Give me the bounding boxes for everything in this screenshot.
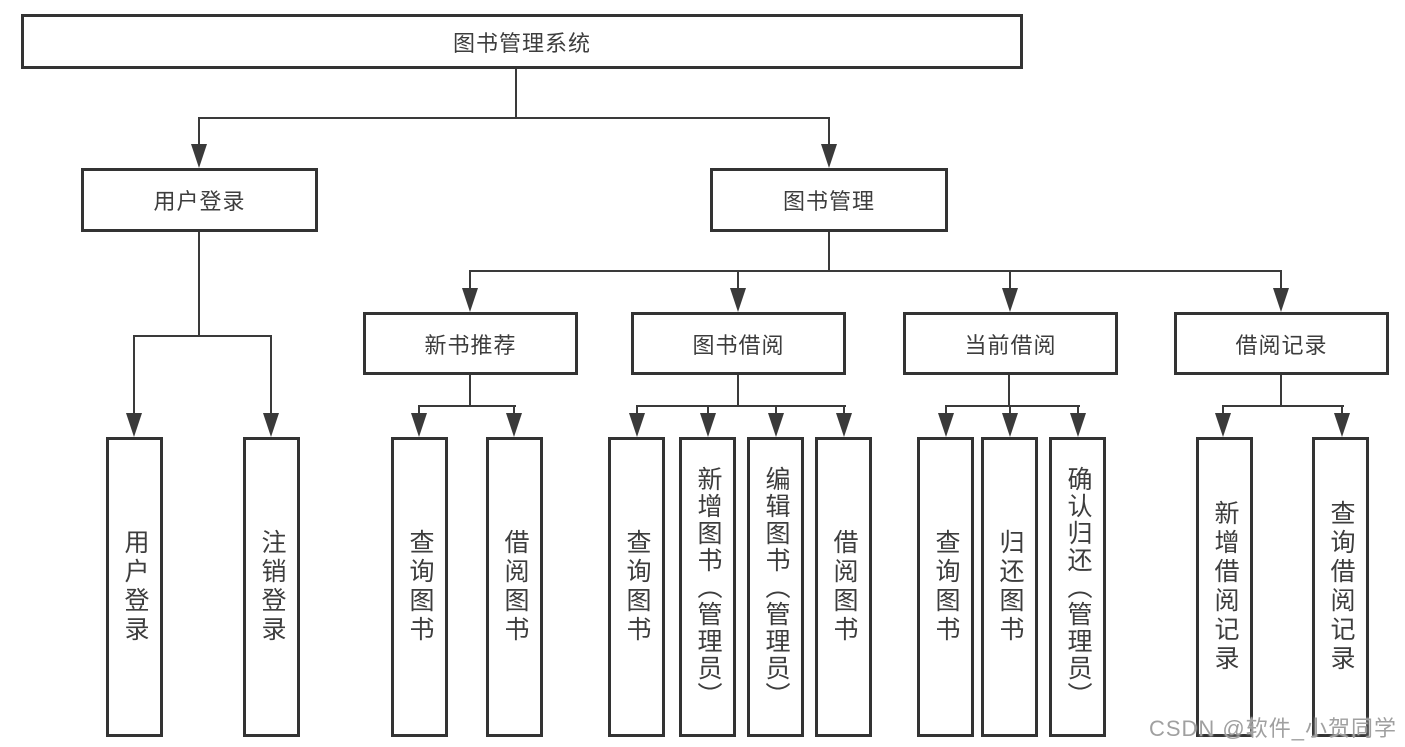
arrowhead-down-icon — [1334, 413, 1350, 437]
leaf-edit-book-admin: 编辑图书（管理员） — [747, 437, 804, 737]
node-book-borrowing: 图书借阅 — [631, 312, 846, 375]
arrowhead-down-icon — [462, 288, 478, 312]
arrowhead-down-icon — [629, 413, 645, 437]
connector-line — [945, 405, 1080, 407]
connector-line — [469, 270, 471, 290]
leaf-confirm-return-admin: 确认归还（管理员） — [1049, 437, 1106, 737]
connector-line — [828, 232, 830, 271]
connector-line — [198, 232, 200, 336]
connector-line — [828, 117, 830, 146]
connector-line — [1009, 270, 1011, 290]
arrowhead-down-icon — [263, 413, 279, 437]
leaf-logout: 注销登录 — [243, 437, 300, 737]
arrowhead-down-icon — [1215, 413, 1231, 437]
leaf-return-books: 归还图书 — [981, 437, 1038, 737]
connector-line — [1222, 405, 1224, 415]
connector-line — [469, 375, 471, 406]
watermark: CSDN @软件_小贺同学 — [1148, 716, 1397, 741]
arrowhead-down-icon — [836, 413, 852, 437]
connector-line — [1280, 375, 1282, 406]
connector-line — [198, 117, 200, 146]
arrowhead-down-icon — [191, 144, 207, 168]
connector-line — [775, 405, 777, 415]
leaf-user-login: 用户登录 — [106, 437, 163, 737]
node-current-borrowing: 当前借阅 — [903, 312, 1118, 375]
arrowhead-down-icon — [821, 144, 837, 168]
leaf-borrow-books-borrowing: 借阅图书 — [815, 437, 872, 737]
leaf-add-book-admin: 新增图书（管理员） — [679, 437, 736, 737]
connector-line — [707, 405, 709, 415]
arrowhead-down-icon — [700, 413, 716, 437]
connector-line — [270, 335, 272, 414]
connector-line — [515, 69, 517, 117]
connector-line — [945, 405, 947, 415]
connector-line — [737, 375, 739, 406]
node-book-management: 图书管理 — [710, 168, 948, 232]
node-library-management-system: 图书管理系统 — [21, 14, 1023, 69]
connector-line — [513, 405, 515, 415]
leaf-query-books-recommend: 查询图书 — [391, 437, 448, 737]
arrowhead-down-icon — [506, 413, 522, 437]
connector-line — [636, 405, 638, 415]
node-new-book-recommendation: 新书推荐 — [363, 312, 578, 375]
leaf-borrow-books-recommend: 借阅图书 — [486, 437, 543, 737]
arrowhead-down-icon — [411, 413, 427, 437]
arrowhead-down-icon — [1273, 288, 1289, 312]
connector-line — [469, 270, 1282, 272]
arrowhead-down-icon — [730, 288, 746, 312]
connector-line — [418, 405, 420, 415]
arrowhead-down-icon — [1002, 413, 1018, 437]
arrowhead-down-icon — [126, 413, 142, 437]
connector-line — [1222, 405, 1344, 407]
connector-line — [843, 405, 845, 415]
leaf-query-books-borrowing: 查询图书 — [608, 437, 665, 737]
node-borrowing-records: 借阅记录 — [1174, 312, 1389, 375]
arrowhead-down-icon — [1070, 413, 1086, 437]
connector-line — [133, 335, 272, 337]
leaf-add-borrow-record: 新增借阅记录 — [1196, 437, 1253, 737]
connector-line — [198, 117, 830, 119]
arrowhead-down-icon — [1002, 288, 1018, 312]
leaf-query-books-current: 查询图书 — [917, 437, 974, 737]
connector-line — [418, 405, 516, 407]
connector-line — [133, 335, 135, 414]
connector-line — [1008, 375, 1010, 406]
arrowhead-down-icon — [938, 413, 954, 437]
connector-line — [1009, 405, 1011, 415]
connector-line — [1341, 405, 1343, 415]
connector-line — [636, 405, 846, 407]
connector-line — [1280, 270, 1282, 290]
arrowhead-down-icon — [768, 413, 784, 437]
leaf-query-borrow-record: 查询借阅记录 — [1312, 437, 1369, 737]
connector-line — [737, 270, 739, 290]
connector-line — [1077, 405, 1079, 415]
node-user-login: 用户登录 — [81, 168, 318, 232]
